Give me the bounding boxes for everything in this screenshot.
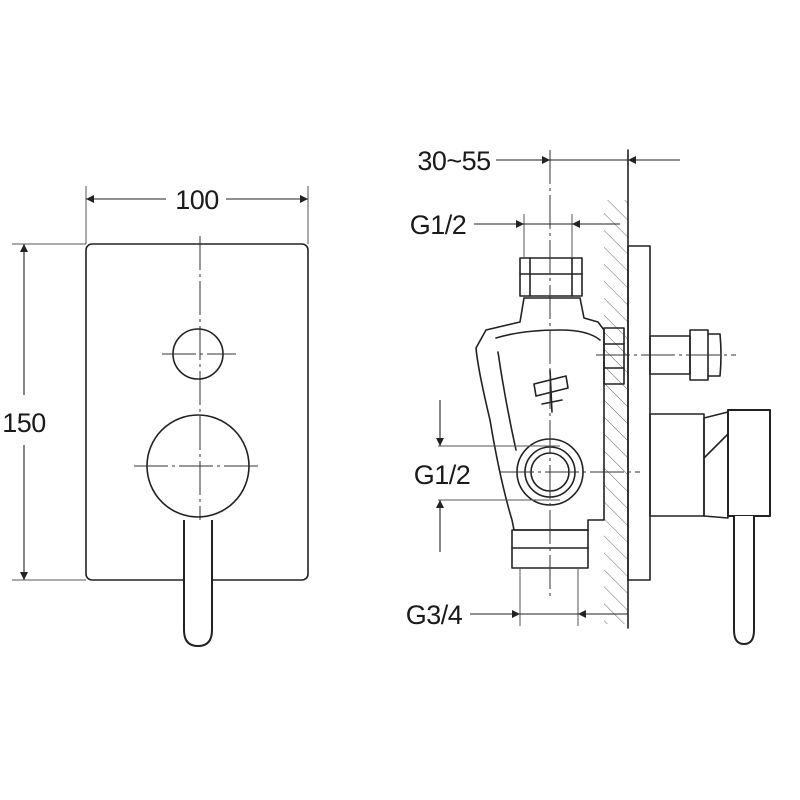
height-dimension: 150 — [2, 243, 86, 581]
width-label: 100 — [175, 185, 219, 215]
mixer-lever — [183, 520, 213, 647]
top-inlet-dimension: G1/2 — [410, 210, 620, 258]
depth-label: 30~55 — [417, 146, 490, 176]
top-inlet-label: G1/2 — [410, 210, 467, 240]
diverter-stem — [533, 369, 569, 413]
depth-dimension: 30~55 — [417, 146, 680, 176]
width-dimension: 100 — [85, 185, 309, 244]
diverter-spindle — [596, 329, 736, 381]
side-inlet-label: G1/2 — [414, 460, 471, 490]
outlet-label: G3/4 — [406, 600, 463, 630]
outlet-dimension: G3/4 — [406, 568, 628, 630]
cartridge-nut — [603, 327, 625, 385]
height-label: 150 — [2, 408, 46, 438]
wall-section — [604, 200, 628, 624]
cover-plate-profile — [627, 245, 651, 581]
side-inlet-dimension: G1/2 — [414, 400, 560, 552]
lever-side — [733, 516, 755, 645]
side-view — [475, 149, 771, 645]
front-view — [85, 236, 309, 647]
top-inlet-fitting — [519, 257, 583, 297]
handle-side — [649, 409, 771, 645]
